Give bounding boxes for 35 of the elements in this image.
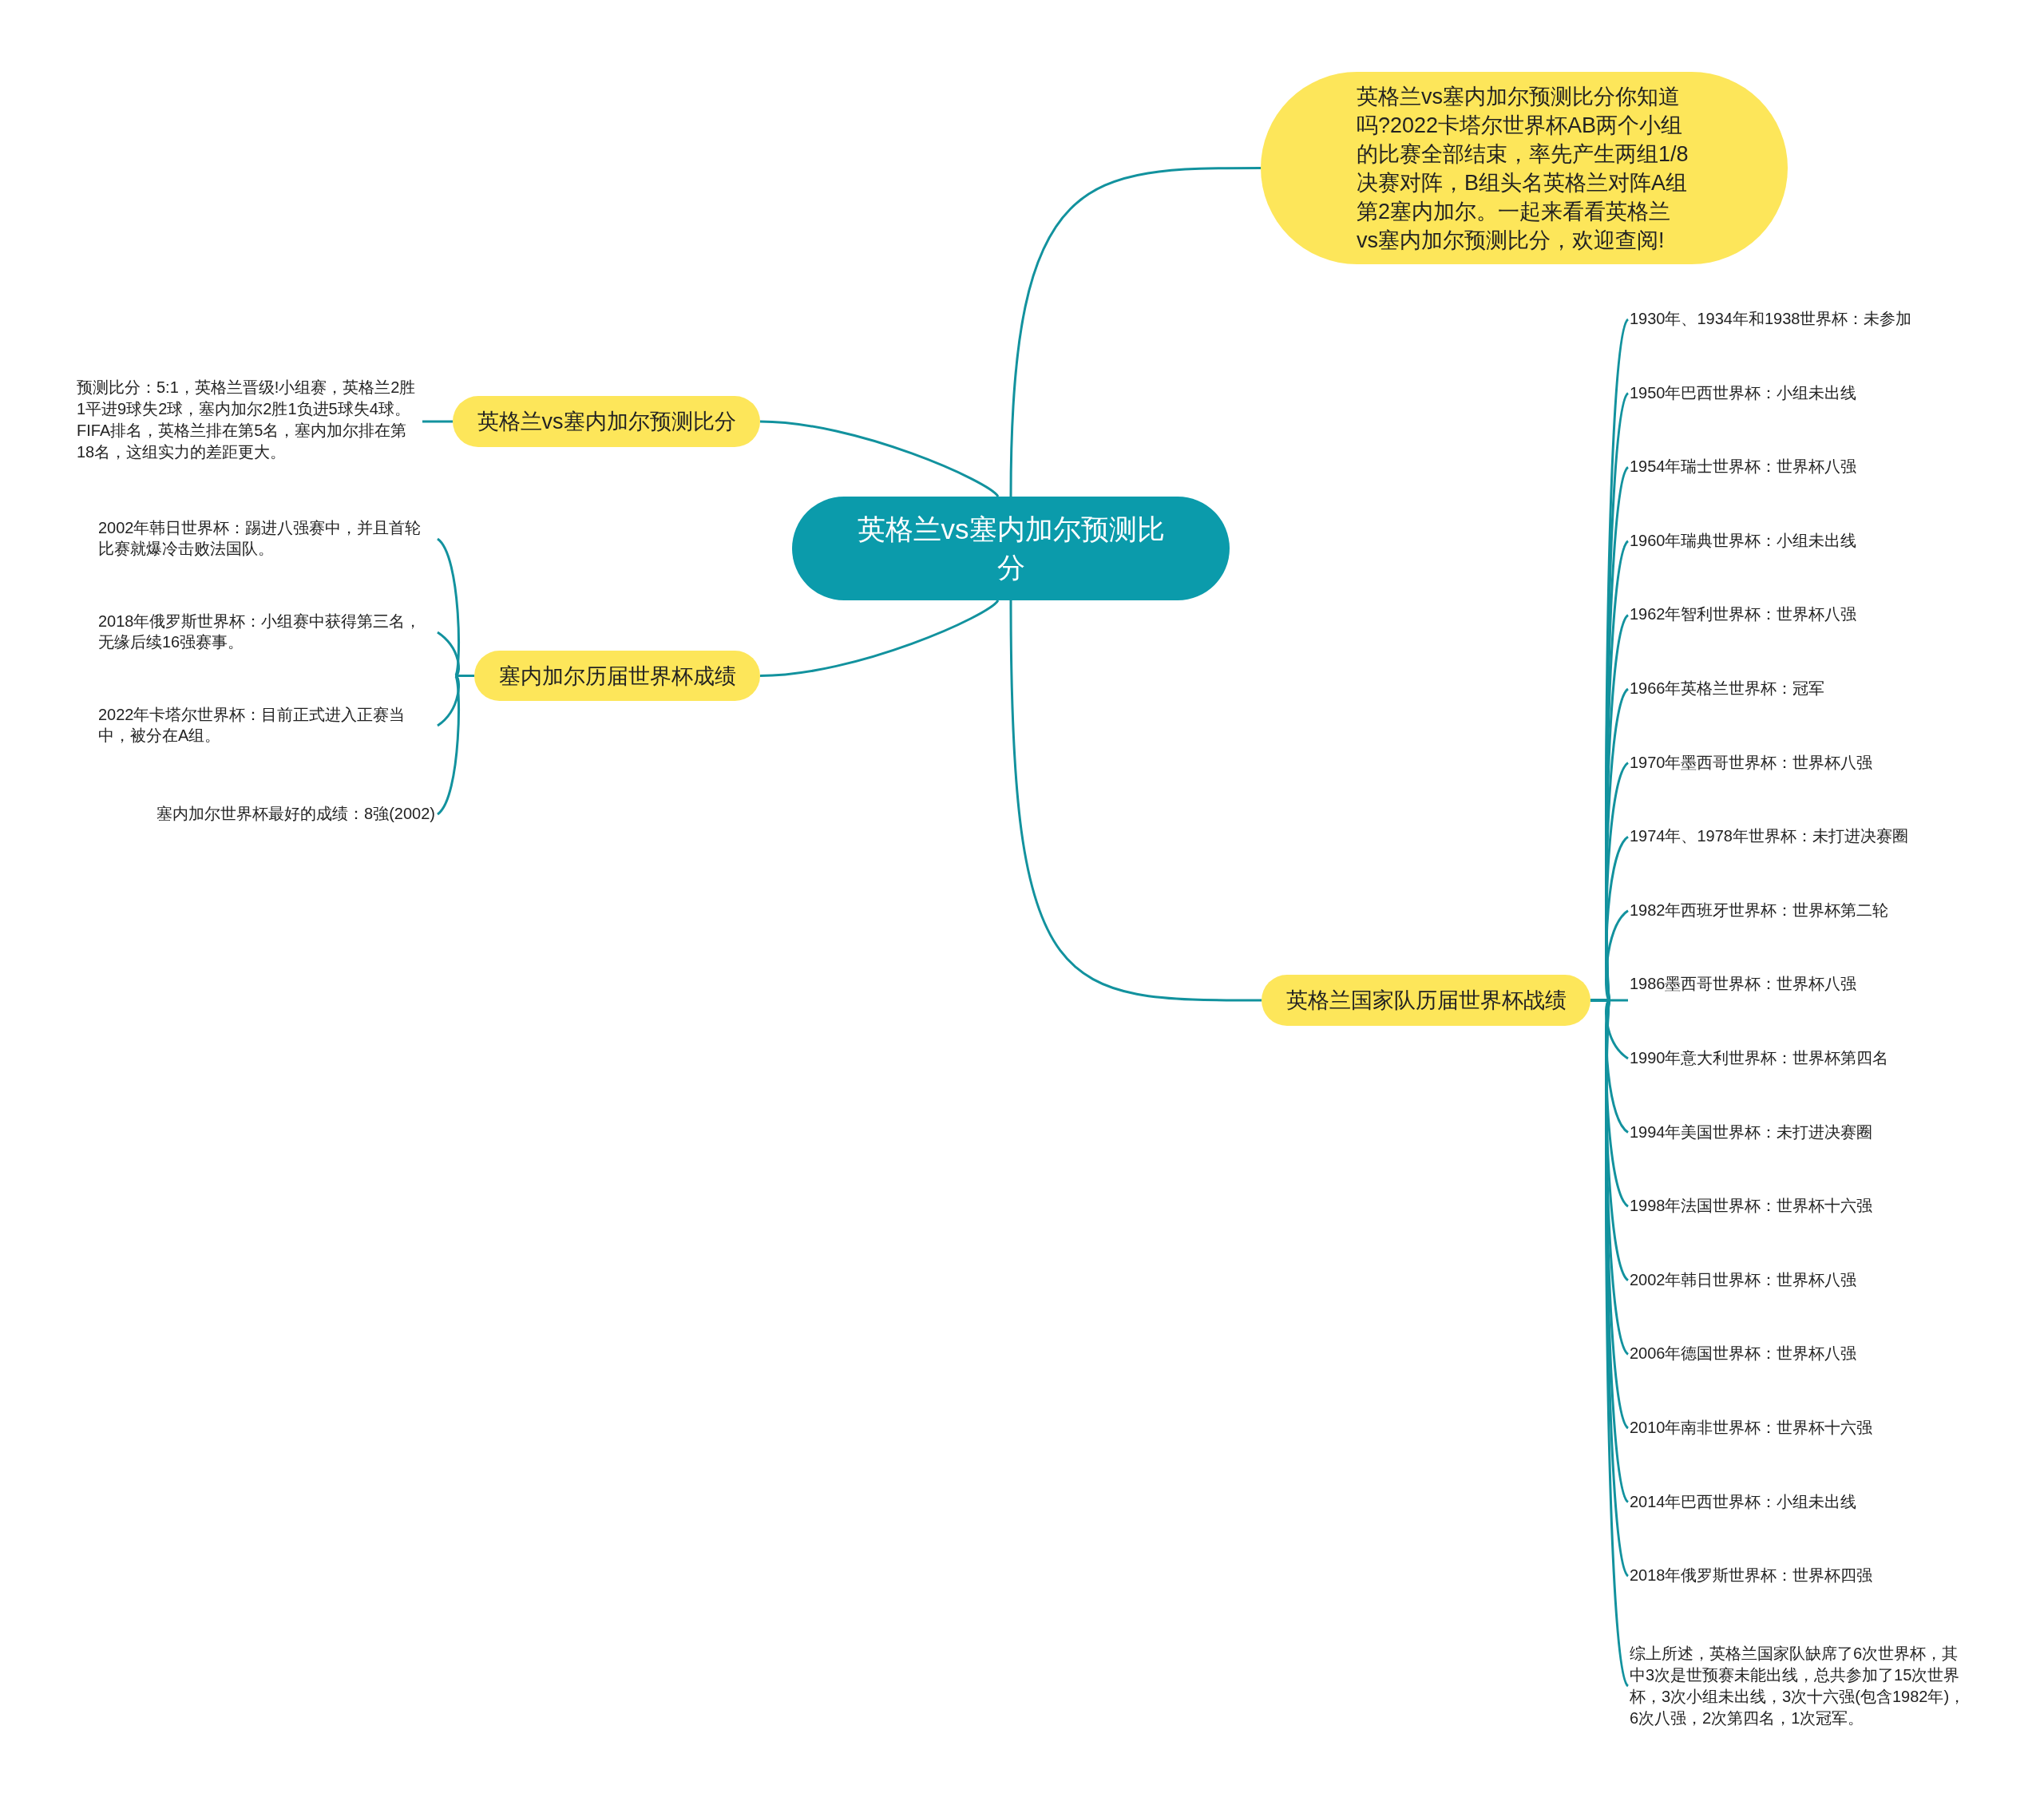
note-text: 1954年瑞士世界杯：世界杯八强: [1630, 456, 2005, 479]
note-text: 1974年、1978年世界杯：未打进决赛圈: [1630, 825, 2005, 849]
connector-line: [1009, 167, 1261, 497]
note-text: 1990年意大利世界杯：世界杯第四名: [1630, 1047, 2005, 1070]
topic-pill: 英格兰vs塞内加尔预测比分: [453, 396, 760, 447]
connector-line: [759, 420, 1000, 498]
note-text: 2002年韩日世界杯：踢进八强赛中，并且首轮比赛就爆冷击败法国队。: [98, 517, 435, 560]
note-text: 2018年俄罗斯世界杯：世界杯四强: [1630, 1565, 2005, 1588]
note-text: 2018年俄罗斯世界杯：小组赛中获得第三名，无缘后续16强赛事。: [98, 611, 435, 654]
note-text: 2006年德国世界杯：世界杯八强: [1630, 1343, 2005, 1366]
note-text: 综上所述，英格兰国家队缺席了6次世界杯，其中3次是世预赛未能出线，总共参加了15次世界杯，3次小组未出线，3次十六强(包含1982年)，6次八强，2次第四名，1次冠军。: [1630, 1643, 1969, 1729]
connector-line: [759, 599, 1000, 677]
note-text: 1994年美国世界杯：未打进决赛圈: [1630, 1121, 2005, 1144]
note-text: 2014年巴西世界杯：小组未出线: [1630, 1490, 2005, 1514]
intro-bubble: 英格兰vs塞内加尔预测比分你知道吗?2022卡塔尔世界杯AB两个小组的比赛全部结束，率先产生两组1/8决赛对阵，B组头名英格兰对阵A组第2塞内加尔。一起来看看英格兰vs塞内加尔预测比分，欢迎查阅!: [1261, 72, 1788, 264]
topic-pill: 英格兰国家队历届世界杯战绩: [1262, 975, 1590, 1026]
note-text: 塞内加尔世界杯最好的成绩：8強(2002): [98, 803, 435, 825]
central-topic-pill: 英格兰vs塞内加尔预测比分: [792, 497, 1230, 600]
note-text: 1998年法国世界杯：世界杯十六强: [1630, 1195, 2005, 1218]
note-text: 1950年巴西世界杯：小组未出线: [1630, 382, 2005, 405]
note-text: 1986墨西哥世界杯：世界杯八强: [1630, 973, 2005, 996]
note-text: 1960年瑞典世界杯：小组未出线: [1630, 529, 2005, 552]
topic-pill: 塞内加尔历届世界杯成绩: [474, 651, 760, 701]
note-text: 1930年、1934年和1938世界杯：未参加: [1630, 308, 2005, 331]
connector-line: [422, 420, 453, 423]
note-text: 1962年智利世界杯：世界杯八强: [1630, 604, 2005, 627]
note-text: 2002年韩日世界杯：世界杯八强: [1630, 1269, 2005, 1292]
note-text: 1970年墨西哥世界杯：世界杯八强: [1630, 751, 2005, 774]
note-text: 1966年英格兰世界杯：冠军: [1630, 678, 2005, 700]
connector-line: [1009, 600, 1262, 1002]
connector-line: [436, 675, 474, 815]
note-text: 1982年西班牙世界杯：世界杯第二轮: [1630, 899, 2005, 922]
note-text: 预测比分：5:1，英格兰晋级!小组赛，英格兰2胜1平进9球失2球，塞内加尔2胜1负进5球失4球。FIFA排名，英格兰排在第5名，塞内加尔排在第18名，这组实力的差距更大。: [77, 377, 420, 466]
note-text: 2022年卡塔尔世界杯：目前正式进入正赛当中，被分在A组。: [98, 704, 435, 747]
note-text: 2010年南非世界杯：世界杯十六强: [1630, 1417, 2005, 1439]
